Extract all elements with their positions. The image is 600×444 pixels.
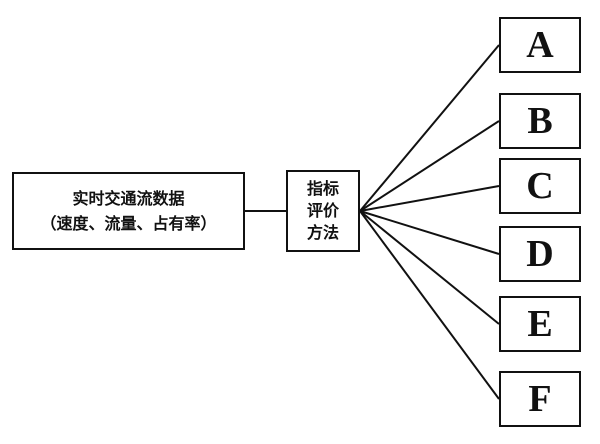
- connector-method-to-f: [359, 210, 500, 400]
- source-data-box: 实时交通流数据 （速度、流量、占有率）: [12, 172, 245, 250]
- source-subtitle: （速度、流量、占有率）: [40, 214, 217, 233]
- connector-method-to-b: [359, 120, 500, 212]
- output-box-c: C: [499, 158, 581, 214]
- evaluation-method-box: 指标 评价 方法: [286, 170, 360, 252]
- connector-method-to-a: [359, 44, 500, 212]
- connector-method-to-e: [359, 210, 500, 325]
- output-box-b: B: [499, 93, 581, 149]
- output-box-a: A: [499, 17, 581, 73]
- source-title: 实时交通流数据: [72, 189, 185, 208]
- output-box-d: D: [499, 226, 581, 282]
- output-box-f: F: [499, 371, 581, 427]
- connector-method-to-d: [359, 210, 500, 255]
- output-box-e: E: [499, 296, 581, 352]
- connector-method-to-c: [359, 185, 500, 212]
